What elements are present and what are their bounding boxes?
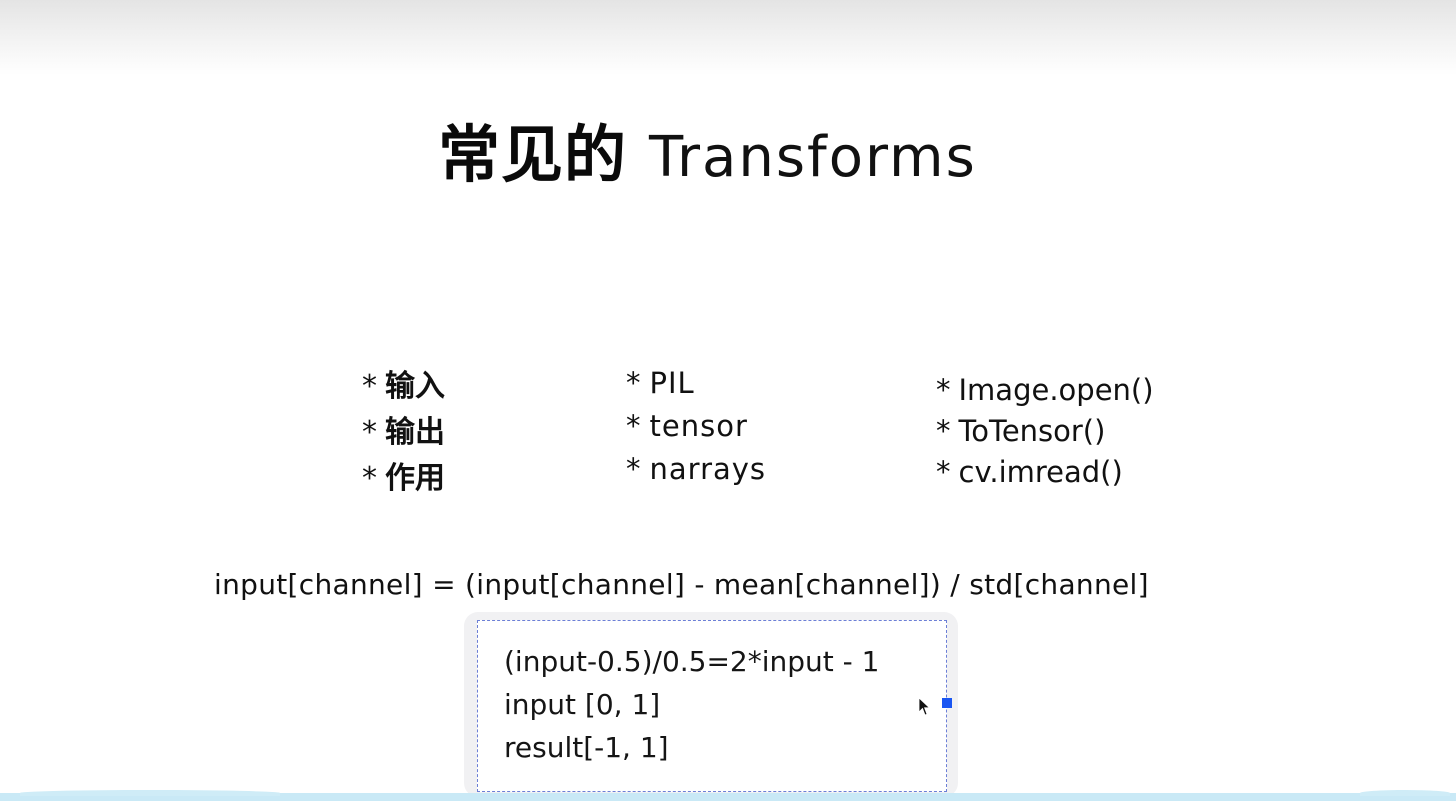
- textbox-line: (input-0.5)/0.5=2*input - 1: [504, 645, 880, 678]
- bottom-decoration-band: [0, 793, 1456, 801]
- bullet-marker: *: [362, 415, 377, 450]
- list-item-text: 作用: [385, 461, 445, 496]
- list-item: *作用: [362, 456, 445, 502]
- list-item-text: Image.open(): [958, 373, 1154, 407]
- bullet-marker: *: [626, 409, 642, 443]
- list-item-text: cv.imread(): [958, 455, 1123, 489]
- bullet-marker: *: [626, 366, 642, 400]
- list-item-text: ToTensor(): [958, 414, 1106, 448]
- list-item: *tensor: [626, 405, 766, 448]
- list-item-text: PIL: [649, 366, 695, 400]
- bottom-wave-hump: [20, 790, 280, 796]
- top-shade: [0, 0, 1456, 75]
- bullet-marker: *: [626, 452, 642, 486]
- selected-textbox[interactable]: (input-0.5)/0.5=2*input - 1 input [0, 1]…: [477, 620, 947, 792]
- list-item: *cv.imread(): [936, 452, 1154, 493]
- slide-title-chinese: 常见的: [438, 118, 628, 191]
- list-item: *输入: [362, 364, 445, 410]
- normalize-formula[interactable]: input[channel] = (input[channel] - mean[…: [214, 568, 1149, 601]
- bullet-marker: *: [362, 369, 377, 404]
- textbox-line: input [0, 1]: [504, 688, 661, 721]
- slide-title-english: Transforms: [649, 125, 977, 190]
- list-item: *ToTensor(): [936, 411, 1154, 452]
- bottom-wave-hump: [1360, 790, 1450, 796]
- textbox-line: result[-1, 1]: [504, 731, 669, 764]
- list-item-text: 输出: [385, 415, 445, 450]
- slide-title[interactable]: 常见的 Transforms: [438, 104, 977, 191]
- list-item-text: 输入: [385, 369, 445, 404]
- textbox-resize-handle[interactable]: [942, 698, 952, 708]
- bullet-list-aspects[interactable]: *输入 *输出 *作用: [362, 364, 445, 502]
- bullet-marker: *: [936, 414, 951, 448]
- bullet-marker: *: [936, 455, 951, 489]
- list-item: *Image.open(): [936, 370, 1154, 411]
- mouse-pointer-icon: [918, 697, 931, 716]
- list-item: *narrays: [626, 448, 766, 491]
- list-item-text: tensor: [649, 409, 748, 443]
- bullet-marker: *: [936, 373, 951, 407]
- list-item: *输出: [362, 410, 445, 456]
- bullet-list-functions[interactable]: *Image.open() *ToTensor() *cv.imread(): [936, 370, 1154, 493]
- bullet-list-types[interactable]: *PIL *tensor *narrays: [626, 362, 766, 491]
- list-item: *PIL: [626, 362, 766, 405]
- bullet-marker: *: [362, 461, 377, 496]
- list-item-text: narrays: [649, 452, 767, 486]
